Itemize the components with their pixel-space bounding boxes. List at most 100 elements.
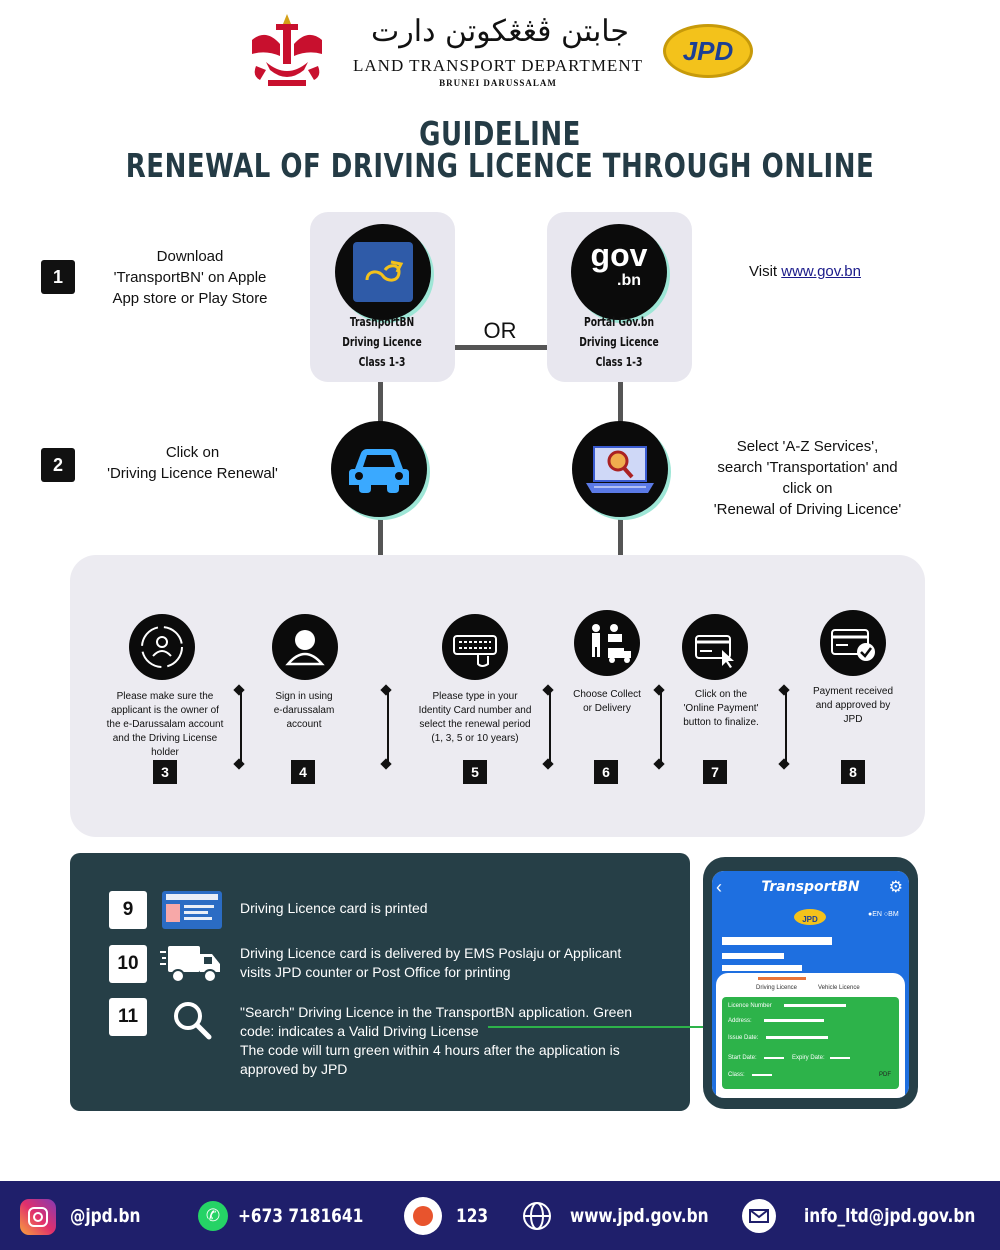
- vertical-connector: [378, 515, 383, 555]
- keyboard-icon: [442, 614, 508, 680]
- app-logo-text: JPD: [802, 915, 818, 924]
- page-title-line-1: GUIDELINE: [419, 116, 581, 154]
- gov-bn-card-label: Portal Gov.bn Driving Licence Class 1-3: [560, 312, 679, 372]
- step-divider: [549, 690, 551, 764]
- contact-footer: @jpd.bn ✆ +673 7181641 123 www.jpd.gov.b…: [0, 1181, 1000, 1250]
- step-4-text: Sign in using e-darussalam account: [250, 690, 358, 732]
- card-payment-icon: [682, 614, 748, 680]
- step-2-right-line: click on: [782, 480, 833, 497]
- step-2-right-line: search 'Transportation' and: [717, 459, 898, 476]
- step-9-text: Driving Licence card is printed: [240, 899, 670, 918]
- step-2-instructions: Click on 'Driving Licence Renewal': [90, 442, 295, 484]
- field-expiry-date: Expiry Date:: [792, 1055, 825, 1061]
- website-link[interactable]: www.jpd.gov.bn: [570, 1205, 709, 1227]
- pdf-button[interactable]: PDF: [879, 1072, 891, 1078]
- step-number-3: 3: [153, 760, 177, 784]
- delivery-truck-icon: [160, 940, 224, 986]
- field-issue-date: Issue Date:: [728, 1035, 759, 1041]
- email-icon[interactable]: [742, 1199, 776, 1233]
- step-2-line: Click on: [165, 444, 220, 461]
- placeholder-bar: [722, 965, 802, 971]
- hotline-number[interactable]: 123: [456, 1205, 489, 1227]
- step-text-line: or Delivery: [583, 703, 631, 714]
- tab-vehicle-licence[interactable]: Vehicle Licence: [818, 985, 860, 991]
- field-start-date: Start Date:: [728, 1055, 757, 1061]
- jpd-logo-text: JPD: [682, 36, 734, 66]
- step-1-instructions: Download 'TransportBN' on Apple App stor…: [90, 246, 290, 309]
- card-label-line: Driving Licence: [579, 335, 659, 349]
- steps-panel: [70, 555, 925, 837]
- step-number-11: 11: [109, 998, 147, 1036]
- step-text-line: code: indicates a Valid Driving License: [240, 1023, 479, 1039]
- gov-bn-link[interactable]: www.gov.bn: [781, 263, 861, 280]
- licence-card-icon: [162, 891, 222, 929]
- step-number-9: 9: [109, 891, 147, 929]
- step-number-5: 5: [463, 760, 487, 784]
- step-text-line: Driving Licence card is printed: [240, 900, 428, 916]
- instagram-icon[interactable]: [20, 1199, 56, 1235]
- step-text-line: "Search" Driving Licence in the Transpor…: [240, 1004, 633, 1020]
- back-arrow-icon[interactable]: ‹: [716, 877, 722, 897]
- step-10-text: Driving Licence card is delivered by EMS…: [240, 944, 670, 982]
- gov-bn-logo: gov .bn: [571, 237, 667, 294]
- gov-logo-text: gov: [590, 237, 648, 273]
- step-divider: [660, 690, 662, 764]
- gov-bn-card[interactable]: gov .bn Portal Gov.bn Driving Licence Cl…: [547, 212, 692, 382]
- gear-icon[interactable]: ⚙: [888, 879, 903, 896]
- payment-approved-icon: [820, 610, 886, 676]
- hotline-icon[interactable]: [404, 1197, 442, 1235]
- step-number-6: 6: [594, 760, 618, 784]
- phone-screen: ‹ TransportBN ⚙ JPD ●EN ○BM Driving Lice…: [712, 871, 909, 1098]
- app-jpd-logo: JPD: [794, 909, 826, 925]
- active-tab-indicator: [758, 977, 806, 980]
- step-number-2: 2: [41, 448, 75, 482]
- search-icon: [170, 998, 214, 1042]
- card-label-line: Class 1-3: [595, 355, 643, 369]
- transportbn-app-icon: [353, 242, 413, 302]
- step-text-line: account: [286, 719, 322, 730]
- app-body: JPD ●EN ○BM Driving Licence Vehicle Lice…: [712, 905, 909, 1098]
- vertical-connector: [618, 515, 623, 555]
- step-1-right-text: Visit www.gov.bn: [720, 261, 890, 282]
- globe-icon[interactable]: [522, 1201, 552, 1231]
- lang-bm: BM: [888, 911, 899, 918]
- step-text-line: Choose Collect: [573, 689, 641, 700]
- card-label-line: TrasnportBN: [349, 315, 415, 329]
- step-text-line: Please make sure the: [116, 691, 214, 702]
- or-label: OR: [483, 318, 517, 343]
- step-text-line: 'Online Payment': [683, 703, 759, 714]
- language-toggle[interactable]: ●EN ○BM: [868, 911, 899, 918]
- step-text-line: the e-Darussalam account: [106, 719, 224, 730]
- step-11-text: "Search" Driving Licence in the Transpor…: [240, 1003, 680, 1079]
- instagram-handle[interactable]: @jpd.bn: [70, 1205, 141, 1227]
- placeholder-bar: [722, 953, 784, 959]
- gov-logo-suffix: .bn: [617, 272, 641, 289]
- step-1-line: App store or Play Store: [112, 290, 268, 307]
- step-text-line: Sign in using: [275, 691, 333, 702]
- department-name: LAND TRANSPORT DEPARTMENT: [353, 56, 643, 75]
- step-text-line: and the Driving License: [112, 733, 218, 744]
- vertical-connector: [378, 382, 383, 422]
- country-name: BRUNEI DARUSSALAM: [439, 78, 557, 88]
- step-text-line: Payment received: [812, 686, 894, 697]
- step-2-right-line: Select 'A-Z Services',: [736, 438, 879, 455]
- transportbn-app-icon-circle: [335, 224, 431, 320]
- jawi-title: جابتن ڤڠڠكوتن دارت: [371, 14, 629, 49]
- email-address[interactable]: info_ltd@jpd.gov.bn: [804, 1205, 976, 1227]
- user-avatar-icon: [272, 614, 338, 680]
- step-1-line: 'TransportBN' on Apple: [113, 269, 267, 286]
- transportbn-card[interactable]: TrasnportBN Driving Licence Class 1-3: [310, 212, 455, 382]
- whatsapp-number[interactable]: +673 7181641: [238, 1205, 364, 1227]
- step-number-10: 10: [109, 945, 147, 983]
- step-8-text: Payment received and approved by JPD: [800, 685, 906, 727]
- field-class: Class:: [728, 1072, 745, 1078]
- laptop-search-icon: [572, 421, 668, 517]
- gov-bn-logo-circle: gov .bn: [571, 224, 667, 320]
- vertical-connector: [618, 382, 623, 422]
- step-divider: [240, 690, 242, 764]
- step-number-1: 1: [41, 260, 75, 294]
- whatsapp-icon[interactable]: ✆: [198, 1201, 228, 1231]
- step-text-line: The code will turn green within 4 hours …: [240, 1042, 620, 1058]
- card-label-line: Driving Licence: [342, 335, 422, 349]
- tab-driving-licence[interactable]: Driving Licence: [756, 985, 798, 991]
